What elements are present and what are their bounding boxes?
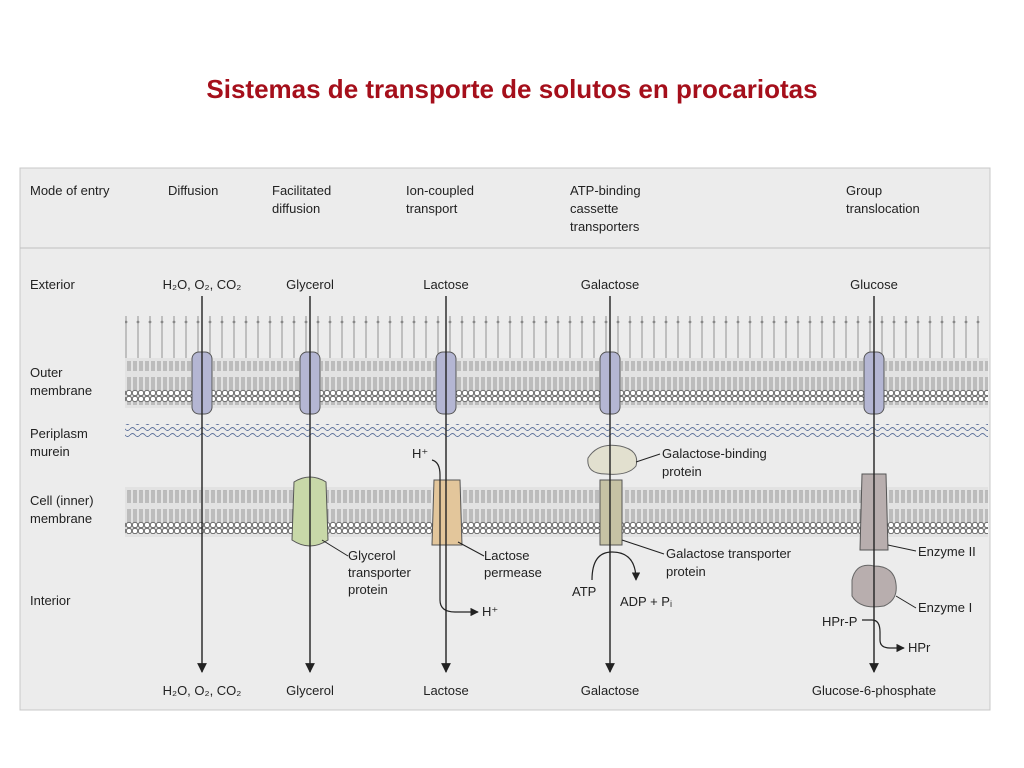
- callout-galactose-binding: [635, 453, 661, 463]
- row-label-inner-2: membrane: [30, 511, 92, 526]
- label-galactose-binding-2: protein: [662, 464, 702, 479]
- header-abc-1: ATP-binding: [570, 183, 641, 198]
- proton-arrow: [431, 459, 479, 617]
- label-hpr-p: HPr-P: [822, 614, 857, 629]
- bottom-label-glycerol: Glycerol: [286, 683, 334, 698]
- label-enzyme-i: Enzyme I: [918, 600, 972, 615]
- label-adp: ADP + Pᵢ: [620, 594, 672, 609]
- hpr-arrow: [862, 619, 905, 653]
- lipopolysaccharide-layer: [125, 316, 988, 358]
- row-label-mode: Mode of entry: [30, 183, 110, 198]
- murein-layer: [125, 424, 988, 438]
- top-label-glucose: Glucose: [850, 277, 898, 292]
- label-glycerol-protein-1: Glycerol: [348, 548, 396, 563]
- row-label-inner-1: Cell (inner): [30, 493, 94, 508]
- row-label-outer-1: Outer: [30, 365, 63, 380]
- bottom-label-lactose: Lactose: [423, 683, 469, 698]
- top-label-diffusion: H₂O, O₂, CO₂: [163, 277, 242, 292]
- header-facilitated-1: Facilitated: [272, 183, 331, 198]
- label-atp: ATP: [572, 584, 596, 599]
- label-glycerol-protein-3: protein: [348, 582, 388, 597]
- header-group-2: translocation: [846, 201, 920, 216]
- label-hpr: HPr: [908, 640, 931, 655]
- lactose-permease: [431, 479, 463, 546]
- header-abc-3: transporters: [570, 219, 640, 234]
- row-label-periplasm-2: murein: [30, 444, 70, 459]
- bottom-label-diffusion: H₂O, O₂, CO₂: [163, 683, 242, 698]
- header-diffusion: Diffusion: [168, 183, 218, 198]
- table-background: [19, 167, 991, 711]
- top-label-glycerol: Glycerol: [286, 277, 334, 292]
- row-label-outer-2: membrane: [30, 383, 92, 398]
- label-lactose-permease-1: Lactose: [484, 548, 530, 563]
- callout-galactose-transporter: [621, 539, 665, 555]
- header-ion-2: transport: [406, 201, 458, 216]
- label-galactose-binding-1: Galactose-binding: [662, 446, 767, 461]
- header-ion-1: Ion-coupled: [406, 183, 474, 198]
- label-glycerol-protein-2: transporter: [348, 565, 412, 580]
- header-group-1: Group: [846, 183, 882, 198]
- callout-enzyme-i: [895, 595, 917, 609]
- atp-hydrolysis-arrow: [591, 551, 641, 581]
- outer-membrane: [125, 361, 988, 405]
- inner-membrane: [125, 490, 988, 534]
- callout-glycerol-protein: [321, 539, 349, 557]
- label-galactose-transporter-2: protein: [666, 564, 706, 579]
- row-label-interior: Interior: [30, 593, 71, 608]
- bottom-label-glucose-6-phosphate: Glucose-6-phosphate: [812, 683, 936, 698]
- label-enzyme-ii: Enzyme II: [918, 544, 976, 559]
- slide-title: Sistemas de transporte de solutos en pro…: [206, 74, 818, 104]
- bottom-label-galactose: Galactose: [581, 683, 640, 698]
- top-label-lactose: Lactose: [423, 277, 469, 292]
- galactose-transporter-protein: [599, 479, 623, 546]
- header-abc-2: cassette: [570, 201, 618, 216]
- label-h-plus-out: H⁺: [482, 604, 498, 619]
- galactose-binding-protein: [587, 444, 638, 475]
- label-galactose-transporter-1: Galactose transporter: [666, 546, 792, 561]
- row-label-exterior: Exterior: [30, 277, 75, 292]
- row-label-periplasm-1: Periplasm: [30, 426, 88, 441]
- label-lactose-permease-2: permease: [484, 565, 542, 580]
- callout-enzyme-ii: [887, 544, 917, 552]
- callout-lactose-permease: [457, 541, 485, 557]
- header-facilitated-2: diffusion: [272, 201, 320, 216]
- label-h-plus-in: H⁺: [412, 446, 428, 461]
- top-label-galactose: Galactose: [581, 277, 640, 292]
